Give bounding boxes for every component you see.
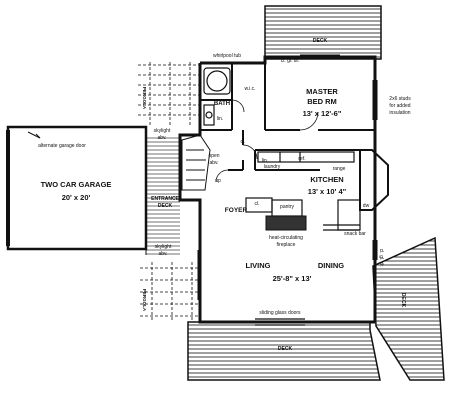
cl-foyer-label: cl. xyxy=(255,201,260,207)
kitchen-counters xyxy=(257,151,361,231)
hall-stair xyxy=(181,134,211,191)
pergola-bottom-grid xyxy=(140,262,200,322)
studs-line2: for added xyxy=(389,103,410,109)
deck-bottom-label: DECK xyxy=(278,346,293,352)
deck-top-label: DECK xyxy=(313,38,328,44)
deck-right-label: DECK xyxy=(400,293,406,308)
snack-bar-label: snack bar xyxy=(344,231,366,237)
pergola-top-label: PERGOLA xyxy=(142,87,147,110)
windows xyxy=(197,54,378,300)
lin-bath-label: lin. xyxy=(217,116,223,122)
entrance-deck-line1: ENTRANCE xyxy=(151,196,179,202)
living-name: LIVING xyxy=(245,261,270,270)
garage-size: 20' x 20' xyxy=(62,193,91,202)
dining-name: DINING xyxy=(318,261,344,270)
alternate-garage-door-label: alternate garage door xyxy=(38,143,86,149)
sliding-glass-doors-label: sliding glass doors xyxy=(259,310,301,316)
cl-gl-dr-right-label: cl. gl. dr. xyxy=(378,249,384,268)
lin-hall-label: lin. xyxy=(262,158,268,164)
whirlpool-tub-label: whirlpool tub xyxy=(213,53,241,59)
garage-name: TWO CAR GARAGE xyxy=(41,180,112,189)
exterior-walls xyxy=(178,55,377,324)
door-swings xyxy=(215,99,319,183)
bath-label: BATH xyxy=(214,101,230,107)
studs-line1: 2x6 studs xyxy=(389,96,411,102)
kitchen-size: 13' x 10' 4" xyxy=(308,187,347,196)
laundry-label: laundry xyxy=(264,164,281,170)
garage-walls xyxy=(6,125,148,251)
master-name-line2: BED RM xyxy=(307,97,337,106)
master-name-line1: MASTER xyxy=(306,87,338,96)
pantry-label: pantry xyxy=(280,204,294,210)
pergola-bottom-label: PERGOLA xyxy=(142,289,147,312)
master-size: 13' x 12'-6" xyxy=(303,109,342,118)
fireplace xyxy=(265,215,307,231)
dw-label: dw xyxy=(363,203,370,209)
pergola-top-grid xyxy=(138,62,200,125)
skylight-top-line1: skylight xyxy=(154,128,171,134)
up-label: up xyxy=(215,178,221,184)
studs-line3: insulation xyxy=(389,110,410,116)
open-abv-line2: abv. xyxy=(209,160,218,166)
living-dining-size: 25'-8" x 13' xyxy=(273,274,312,283)
deck-top-area xyxy=(264,5,382,60)
skylight-bottom-line2: abv. xyxy=(158,251,167,257)
fireplace-line2: fireplace xyxy=(277,242,296,248)
alternate-garage-door-marker xyxy=(27,131,41,139)
sliding-glass-doors xyxy=(255,318,305,326)
cl-gl-dr-top-label: cl. gl. dr. xyxy=(281,58,300,64)
foyer-label: FOYER xyxy=(225,207,248,214)
skylight-top-line2: abv. xyxy=(157,135,166,141)
ref-label: ref. xyxy=(298,156,305,162)
fireplace-line1: heat-circulating xyxy=(269,235,303,241)
kitchen-name: KITCHEN xyxy=(310,175,343,184)
bath-fixtures xyxy=(203,67,231,126)
cl-garage-label: cl. xyxy=(241,139,246,145)
entrance-deck-area xyxy=(145,135,180,255)
entrance-deck-line2: DECK xyxy=(158,203,173,209)
interior-walls xyxy=(200,63,375,171)
range-label: range xyxy=(333,166,346,172)
skylight-bottom-line1: skylight xyxy=(155,244,172,250)
wic-label: w.i.c. xyxy=(244,86,255,92)
foyer-closet xyxy=(245,197,273,213)
open-abv-line1: open xyxy=(208,153,219,159)
